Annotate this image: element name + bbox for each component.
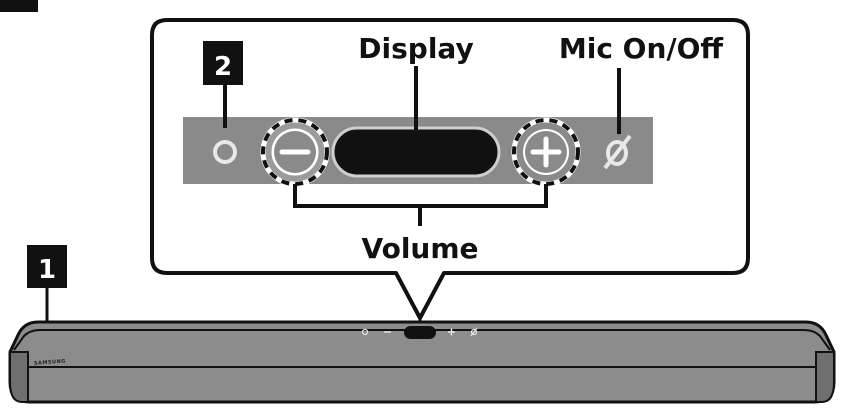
display-label: Display bbox=[358, 32, 473, 65]
volume-down-button[interactable] bbox=[260, 117, 330, 187]
display-window bbox=[331, 126, 501, 178]
volume-up-button[interactable] bbox=[511, 117, 581, 187]
soundbar-top-controls bbox=[361, 326, 478, 339]
callout-badge-2 bbox=[203, 41, 243, 85]
mini-display bbox=[404, 326, 436, 339]
mini-power-icon bbox=[361, 328, 369, 336]
mini-mic-icon bbox=[470, 328, 478, 336]
mic-on-off-label: Mic On/Off bbox=[559, 32, 724, 65]
mic-off-icon[interactable] bbox=[603, 134, 632, 170]
soundbar bbox=[8, 320, 836, 404]
callout-badge-1-number: 1 bbox=[38, 255, 56, 285]
callout-badge-1 bbox=[27, 245, 67, 288]
callout-badge-2-number: 2 bbox=[214, 52, 232, 82]
power-icon[interactable] bbox=[213, 140, 237, 164]
brand-logo: SAMSUNG bbox=[34, 359, 66, 367]
volume-label: Volume bbox=[361, 232, 478, 265]
cropped-badge-fragment bbox=[0, 0, 38, 12]
volume-bracket bbox=[293, 184, 548, 226]
